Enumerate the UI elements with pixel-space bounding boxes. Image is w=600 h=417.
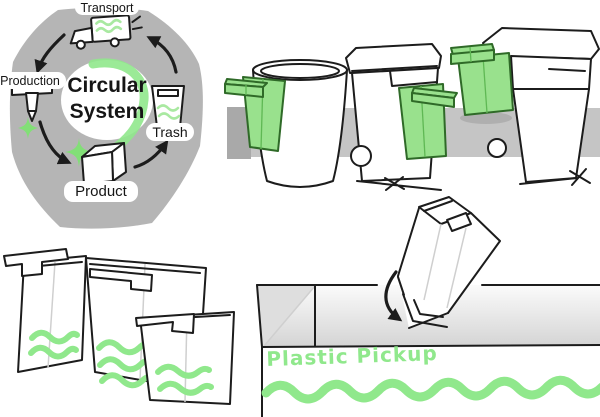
arrow-product-to-trash	[133, 139, 169, 169]
green-swoosh	[88, 58, 149, 158]
hook-bin-trio	[3, 248, 235, 405]
diagram-center-disc	[61, 60, 153, 140]
pickup-bed-scene	[256, 196, 600, 417]
diagram-center-title: Circular System	[60, 73, 154, 125]
center-title-line2: System	[69, 100, 145, 123]
arrow-transport-to-production	[34, 33, 66, 74]
arrow-production-to-product	[38, 120, 72, 165]
green-clipon-bin-3	[450, 43, 514, 116]
label-trash: Trash	[146, 123, 194, 141]
label-transport: Transport	[75, 0, 139, 15]
delivery-truck-icon	[69, 14, 143, 50]
label-product: Product	[64, 181, 138, 202]
wheelie-cart-right	[482, 27, 600, 186]
arrow-trash-to-transport	[146, 36, 178, 74]
hook-bin-left	[3, 248, 87, 373]
green-clipon-bin-2	[398, 83, 458, 160]
bed-green-wave	[261, 375, 600, 404]
bin-lineup-scene	[224, 27, 600, 191]
bed-front-face	[262, 345, 600, 417]
production-sparkle	[18, 117, 38, 139]
green-clipon-bin-1	[224, 76, 286, 152]
hook-bin-right	[135, 311, 235, 405]
label-production: Production	[0, 72, 66, 89]
bed-left-wall	[257, 285, 315, 347]
tipped-bin	[397, 196, 501, 329]
circular-system-diagram	[9, 7, 203, 229]
center-title-line1: Circular	[67, 74, 147, 97]
product-sparkle	[65, 138, 93, 167]
trash-cup-icon	[151, 85, 185, 128]
tipping-arrow	[384, 270, 403, 322]
